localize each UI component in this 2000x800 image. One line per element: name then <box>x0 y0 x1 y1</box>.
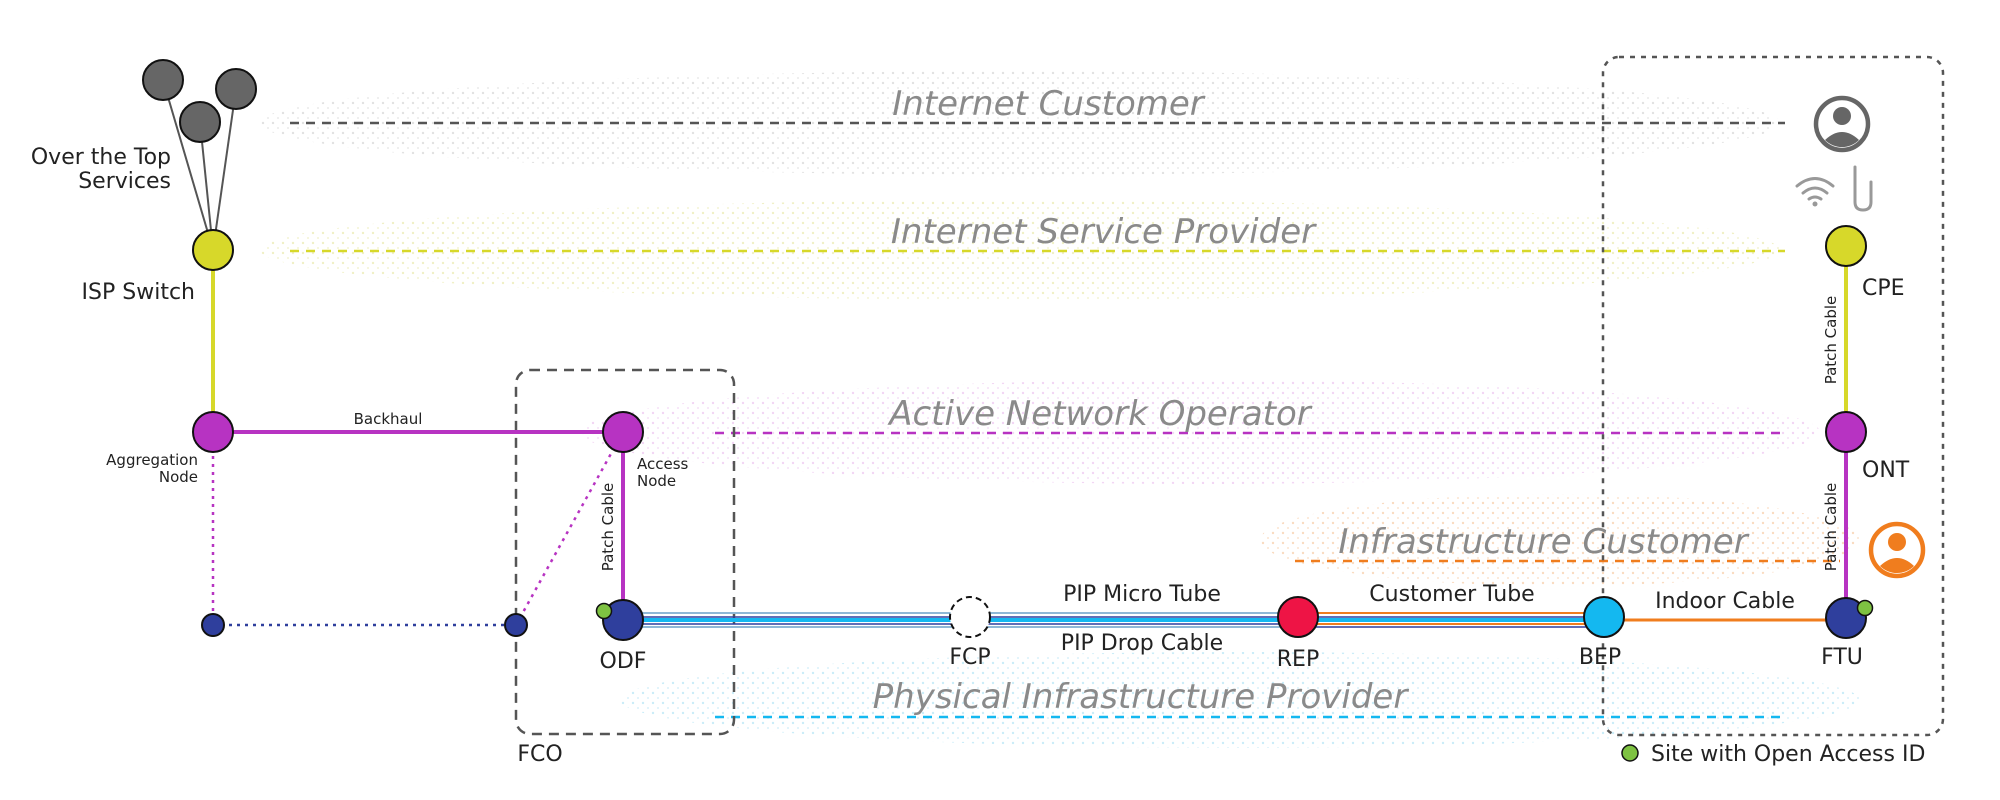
isp-switch-label: ISP Switch <box>82 280 195 305</box>
bep-label: BEP <box>1579 645 1621 670</box>
ott-service-node[interactable] <box>142 59 184 101</box>
ott-service-node[interactable] <box>179 101 221 143</box>
patch-cable-access-label: Patch Cable <box>599 483 617 572</box>
ott-service-node[interactable] <box>215 68 257 110</box>
indoor-cable-label: Indoor Cable <box>1655 589 1795 614</box>
rep-label: REP <box>1277 647 1319 672</box>
drop-cable-label: PIP Drop Cable <box>1061 631 1223 656</box>
aggregation-node[interactable] <box>192 411 234 453</box>
cable-plug-icon <box>1853 165 1873 212</box>
layer-titles: Internet Customer Internet Service Provi… <box>873 84 1750 717</box>
ont-node[interactable] <box>1825 411 1867 453</box>
layer-title-internet-customer: Internet Customer <box>892 84 1206 124</box>
bep-node[interactable] <box>1583 596 1625 638</box>
node-labels: Over the Top Services ISP Switch Aggrega… <box>31 145 1910 767</box>
layer-title-infra-customer: Infrastructure Customer <box>1338 522 1749 562</box>
ott-label-line1: Over the Top <box>31 145 171 170</box>
micro-tube-label: PIP Micro Tube <box>1063 582 1221 607</box>
backhaul-label: Backhaul <box>354 410 423 428</box>
fcp-node[interactable] <box>949 596 991 638</box>
ott-links <box>162 79 237 251</box>
cpe-node[interactable] <box>1825 225 1867 267</box>
cpe-label: CPE <box>1862 276 1905 301</box>
access-label-line1: Access <box>637 455 689 473</box>
legend: Site with Open Access ID <box>1621 742 1925 767</box>
access-label-line2: Node <box>637 472 676 490</box>
person-circle-icon <box>1813 95 1871 153</box>
ftu-label: FTU <box>1821 645 1863 670</box>
ont-label: ONT <box>1862 458 1910 483</box>
dotted-links <box>211 431 625 627</box>
nodes <box>142 59 1874 641</box>
splice-node-left[interactable] <box>201 613 225 637</box>
layer-lines <box>290 121 1840 719</box>
layer-bands <box>260 71 1860 748</box>
band-isp <box>260 200 1780 300</box>
ftu-node[interactable] <box>1825 597 1867 639</box>
customer-tube-label: Customer Tube <box>1369 582 1534 607</box>
access-node[interactable] <box>602 411 644 453</box>
band-internet-customer <box>260 71 1780 175</box>
band-pip <box>620 652 1860 748</box>
patch-cable-ont-label: Patch Cable <box>1822 483 1840 572</box>
fco-label: FCO <box>517 742 562 767</box>
layer-title-pip: Physical Infrastructure Provider <box>873 677 1410 717</box>
fcp-label: FCP <box>949 645 990 670</box>
fco-box <box>514 368 736 736</box>
layer-title-ano: Active Network Operator <box>887 394 1313 434</box>
aggregation-label-line1: Aggregation <box>106 451 198 469</box>
legend-green-dot <box>1621 744 1639 762</box>
open-access-marker-ftu <box>1856 599 1874 617</box>
isp-switch-node[interactable] <box>192 229 234 271</box>
odf-node[interactable] <box>602 599 644 641</box>
layer-title-isp: Internet Service Provider <box>891 212 1317 252</box>
open-access-marker-odf <box>595 602 613 620</box>
rep-node[interactable] <box>1277 596 1319 638</box>
person-circle-orange-icon <box>1868 521 1926 579</box>
band-infra-customer <box>1260 494 1860 586</box>
customer-premises-box <box>1601 55 1945 737</box>
patch-cable-cpe-label: Patch Cable <box>1822 296 1840 385</box>
ott-label-line2: Services <box>78 169 171 194</box>
splice-node-fco[interactable] <box>504 613 528 637</box>
odf-label: ODF <box>600 649 647 674</box>
aggregation-label-line2: Node <box>159 468 198 486</box>
wifi-icon <box>1795 177 1835 207</box>
cable-labels: Backhaul Patch Cable Patch Cable Patch C… <box>354 296 1840 656</box>
legend-open-access-label: Site with Open Access ID <box>1651 742 1925 767</box>
